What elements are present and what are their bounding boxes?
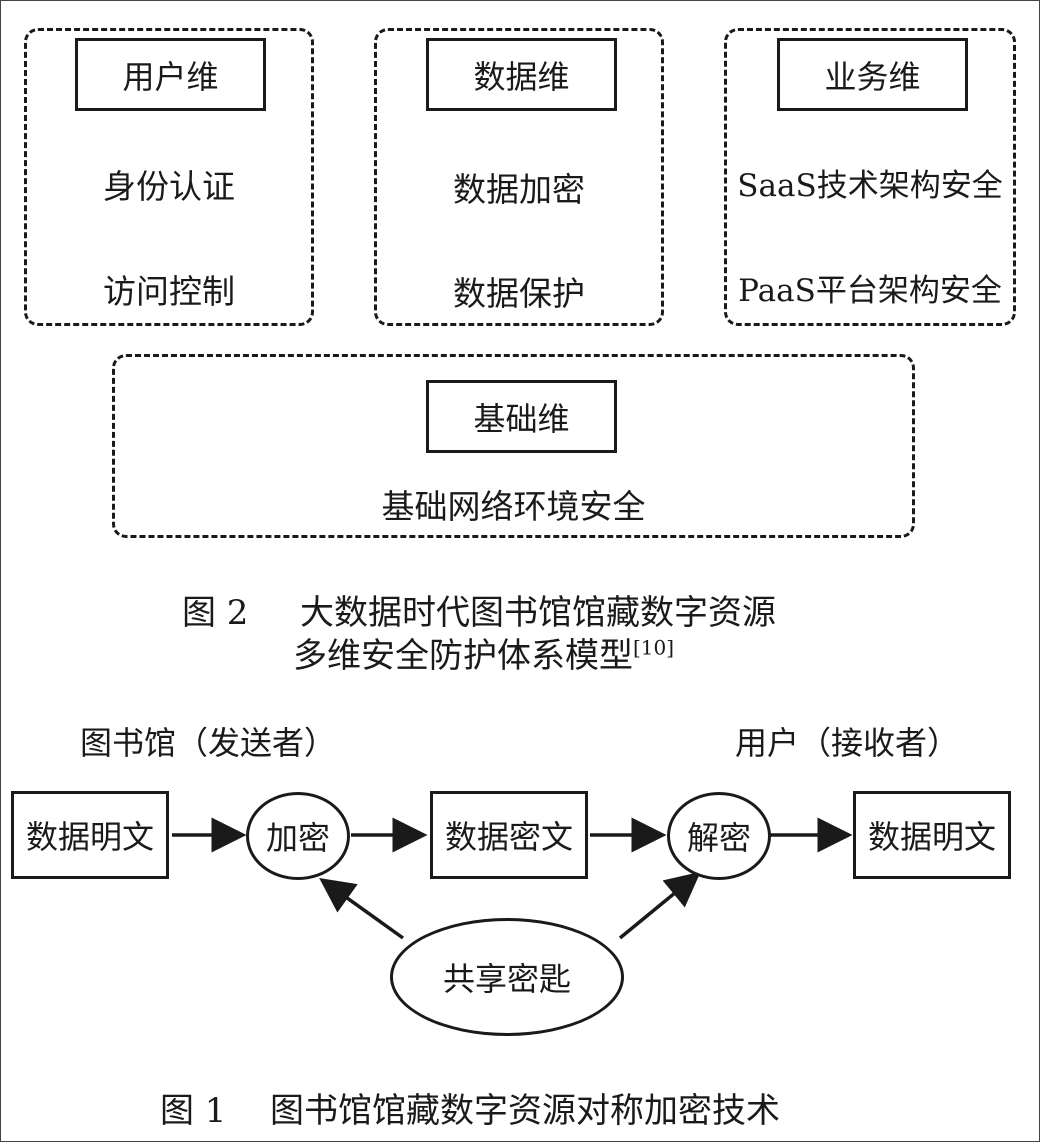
encrypt-node: 加密: [246, 792, 350, 880]
plaintext-left-box: 数据明文: [11, 791, 169, 879]
user-dimension-item: 访问控制: [103, 272, 235, 311]
shared-key-node: 共享密匙: [390, 918, 624, 1036]
figure2-caption-line2: 多维安全防护体系模型[10]: [293, 628, 674, 677]
figure2-citation: [10]: [633, 635, 675, 660]
figure2-caption-line1: 大数据时代图书馆馆藏数字资源: [300, 593, 776, 633]
data-dimension-item: 数据加密: [453, 170, 585, 209]
figure2-caption-label: 图 2: [182, 593, 249, 633]
arrow-key-to-encrypt: [319, 877, 405, 940]
data-dimension-item: 数据保护: [453, 274, 585, 313]
decrypt-node: 解密: [667, 792, 771, 880]
figure1-caption-text: 图书馆馆藏数字资源对称加密技术: [270, 1091, 780, 1131]
user-dimension-item: 身份认证: [103, 167, 235, 206]
user-dimension-title: 用户维: [75, 38, 266, 111]
base-dimension-group: [112, 354, 915, 538]
business-dimension-item: PaaS平台架构安全: [738, 273, 1002, 309]
business-dimension-item: SaaS技术架构安全: [737, 168, 1003, 204]
figure2-caption-line2-text: 多维安全防护体系模型: [293, 636, 633, 676]
arrow-key-to-decrypt: [618, 871, 701, 940]
receiver-label: 用户（接收者）: [735, 724, 960, 762]
user-dimension-group: [24, 28, 314, 326]
figure1-caption-label: 图 1: [160, 1091, 227, 1131]
plaintext-right-box: 数据明文: [853, 791, 1011, 879]
sender-label: 图书馆（发送者）: [80, 724, 337, 762]
base-dimension-item: 基础网络环境安全: [381, 487, 646, 526]
ciphertext-box: 数据密文: [430, 791, 588, 879]
business-dimension-title: 业务维: [777, 38, 968, 111]
business-dimension-group: [724, 28, 1016, 326]
data-dimension-group: [374, 28, 664, 326]
data-dimension-title: 数据维: [426, 38, 617, 111]
base-dimension-title: 基础维: [426, 380, 617, 453]
